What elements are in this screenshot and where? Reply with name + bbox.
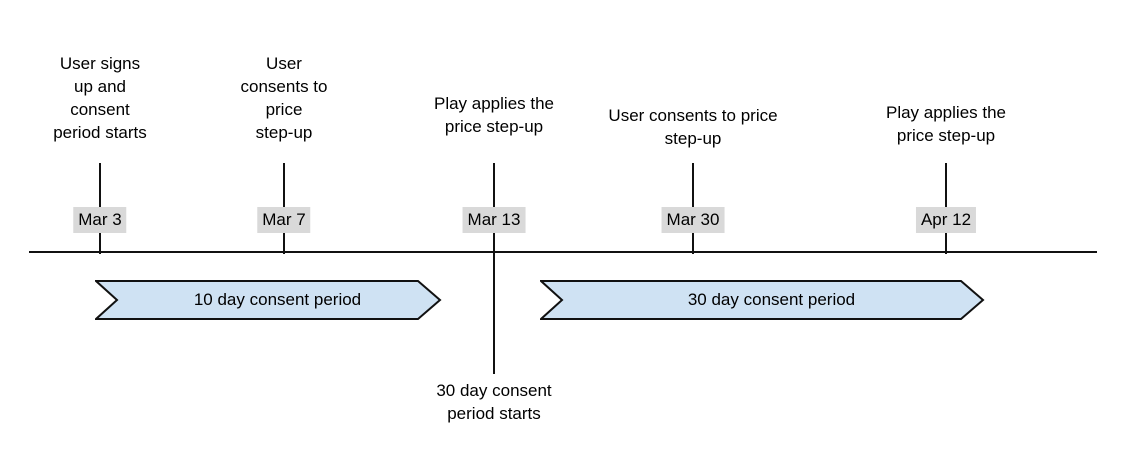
event-title: Play applies the price step-up <box>885 103 1007 145</box>
event-date-label: Apr 12 <box>915 207 977 233</box>
consent-period-label-10day: 10 day consent period <box>193 290 362 309</box>
consent-period-arrow-10day <box>95 280 442 320</box>
event-title: User consents to price step-up <box>240 54 328 142</box>
timeline-axis-line <box>29 251 1097 253</box>
event-date-label: Mar 13 <box>462 207 526 233</box>
event-tick-line <box>493 163 495 374</box>
consent-period-arrow-30day <box>540 280 985 320</box>
arrow-shape <box>540 280 985 320</box>
event-date-label: Mar 30 <box>661 207 725 233</box>
consent-period-label-30day: 30 day consent period <box>687 290 856 309</box>
event-title: User consents to price step-up <box>608 106 778 148</box>
event-date-label: Mar 3 <box>73 207 127 233</box>
event-title: Play applies the price step-up <box>433 94 555 136</box>
below-axis-note: 30 day consent period starts <box>436 381 552 423</box>
arrow-shape <box>95 280 442 320</box>
event-date-label: Mar 7 <box>257 207 311 233</box>
event-title: User signs up and consent period starts <box>53 54 147 142</box>
